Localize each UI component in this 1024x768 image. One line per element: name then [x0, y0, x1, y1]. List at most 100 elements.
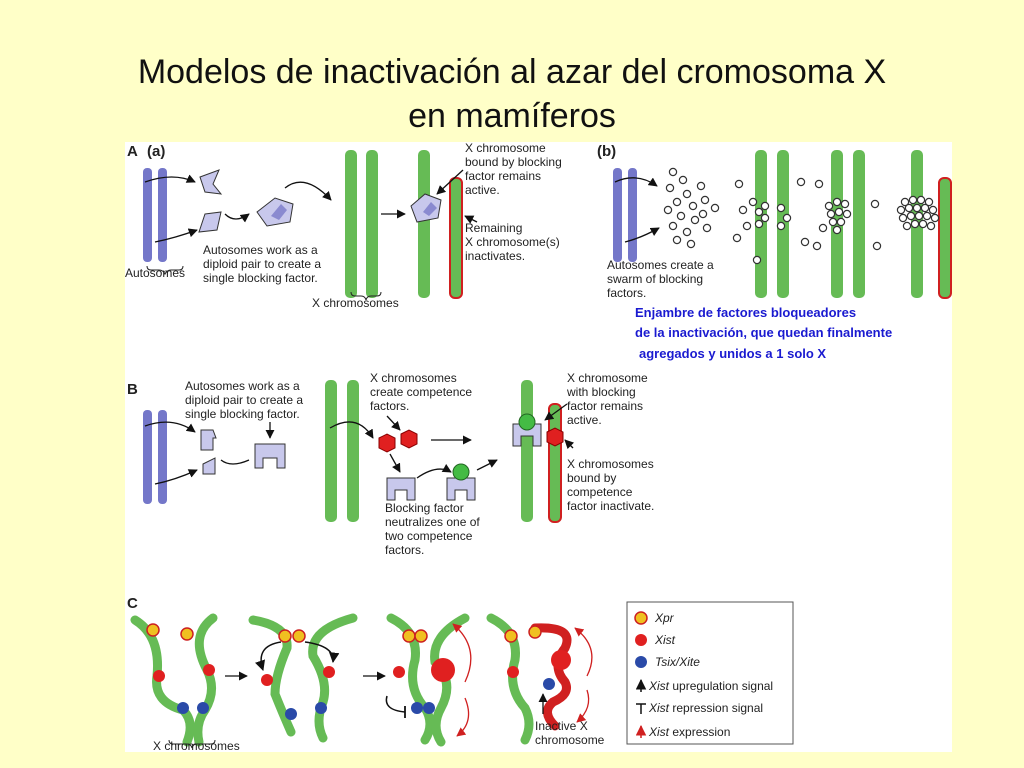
c-legend — [626, 601, 794, 745]
arrow-c8 — [416, 463, 452, 479]
c-stage2-chromosomes — [248, 613, 358, 743]
b-autosomes-work-2: diploid pair to create a — [185, 393, 303, 407]
arrow-a1 — [144, 174, 196, 183]
stage1-circles — [732, 177, 810, 265]
b-x-chromosome-1 — [325, 380, 337, 522]
c-xist-8 — [551, 650, 571, 670]
c-xist-1 — [153, 670, 165, 682]
autosome-c1 — [143, 410, 152, 504]
c-xpr-5 — [402, 629, 416, 643]
autosome-c2 — [158, 410, 167, 504]
autosome-b1 — [613, 168, 622, 262]
legend-up-rest: upregulation signal — [669, 679, 773, 693]
c-xpr-8 — [528, 625, 542, 639]
c-inactive-2: chromosome — [535, 733, 605, 747]
b-x-competence-2: create competence — [370, 385, 472, 399]
b-blocking-neutralizes-3: two competence — [385, 529, 473, 543]
swarm-3: factors. — [607, 286, 646, 300]
legend-repression-text: Xist repression signal — [648, 701, 763, 715]
c-repression-signal — [385, 695, 406, 713]
c-xpr-1 — [146, 623, 160, 637]
c-xpr-3 — [278, 629, 292, 643]
c-tsix-6 — [423, 702, 435, 714]
panel-a-letter: A — [127, 143, 138, 160]
arrow-a3 — [224, 213, 250, 223]
b-x-bound-competence-1: X chromosomes — [567, 457, 654, 471]
title-line-1: Modelos de inactivación al azar del crom… — [137, 53, 887, 91]
autosomes-work-a-1: Autosomes work as a — [203, 243, 318, 257]
x-chromosome-b3 — [831, 150, 843, 298]
b-blocking-factor — [254, 443, 286, 469]
autosomes-work-a-3: single blocking factor. — [203, 271, 318, 285]
arrow-c7 — [389, 453, 401, 473]
title-line-2: en mamíferos — [408, 97, 616, 135]
legend-xist-label: Xist — [654, 633, 676, 647]
b-x-with-blocking-4: active. — [567, 413, 602, 427]
arrow-a7 — [464, 215, 478, 224]
b-fragment-2 — [202, 457, 216, 475]
neutralized-factor — [452, 463, 470, 481]
legend-rep-italic: Xist — [648, 701, 670, 715]
legend-xist-icon — [635, 634, 647, 646]
diagram-svg: A (a) Autosomes Autosomes work as a dipl… — [125, 142, 952, 752]
b-bound-green — [518, 413, 536, 431]
note-line-2: de la inactivación, que quedan finalment… — [635, 325, 892, 340]
b-fragment-1 — [200, 429, 217, 451]
panel-a-sub-b: (b) — [597, 143, 616, 160]
x-bound-a-2: bound by blocking — [465, 155, 562, 169]
c-tsix-2 — [197, 702, 209, 714]
b-blocking-neutralizes-4: factors. — [385, 543, 424, 557]
b-blocking-neutralizes-2: neutralizes one of — [385, 515, 480, 529]
bound-blocking-factor-a — [410, 193, 442, 223]
arrow-c4 — [329, 421, 374, 439]
competence-factor-1 — [378, 433, 396, 453]
arrow-c10 — [544, 403, 568, 421]
remaining-a-1: Remaining — [465, 221, 522, 235]
panel-a-sub-a: (a) — [147, 143, 165, 160]
arrow-c1 — [144, 421, 196, 433]
c-stage1-chromosomes — [130, 613, 218, 747]
fragment-a1 — [199, 169, 223, 195]
autosomes-work-a-2: diploid pair to create a — [203, 257, 321, 271]
remaining-a-3: inactivates. — [465, 249, 525, 263]
arrow-b1 — [614, 177, 658, 187]
c-tsix-7 — [543, 678, 555, 690]
b-x-bound-competence-2: bound by — [567, 471, 616, 485]
stage2-circles — [812, 179, 882, 251]
legend-up-italic: Xist — [648, 679, 670, 693]
autosomes-brace — [146, 265, 184, 276]
arrow-a4 — [284, 181, 332, 201]
x-chromosome-b6 — [938, 177, 952, 299]
legend-repression-icon — [636, 703, 646, 714]
c-expr-arrow-3 — [574, 627, 593, 677]
legend-xpr-icon — [634, 611, 648, 625]
b-bound-competence — [546, 427, 564, 447]
b-bound-blocking — [512, 423, 542, 447]
b-blocking-factor-3 — [446, 477, 476, 501]
b-x-with-blocking-2: with blocking — [566, 385, 636, 399]
figure-panel: A (a) Autosomes Autosomes work as a dipl… — [125, 142, 952, 752]
c-xist-6-big — [431, 658, 455, 682]
c-xist-2 — [203, 664, 215, 676]
c-xist-3 — [261, 674, 273, 686]
b-x-chromosome-2 — [347, 380, 359, 522]
b-x-competence-3: factors. — [370, 399, 409, 413]
arrow-c11 — [564, 439, 575, 450]
b-autosomes-work-3: single blocking factor. — [185, 407, 300, 421]
legend-tsix-icon — [635, 656, 647, 668]
arrow-a6 — [436, 169, 464, 195]
legend-exp-italic: Xist — [648, 725, 670, 739]
note-line-3: agregados y unidos a 1 solo X — [639, 346, 826, 361]
panel-c-letter: C — [127, 595, 138, 612]
x-bound-a-3: factor remains — [465, 169, 541, 183]
competence-factor-2 — [400, 429, 418, 449]
autosomes-label-a: Autosomes — [125, 266, 185, 280]
c-inactive-x — [530, 623, 572, 731]
remaining-a-2: X chromosome(s) — [465, 235, 560, 249]
x-chromosomes-label-a: X chromosomes — [312, 296, 399, 310]
x-bound-a-4: active. — [465, 183, 500, 197]
b-blocking-factor-2 — [386, 477, 416, 501]
arrow-b2 — [624, 227, 660, 243]
x-chromosome-b4 — [853, 150, 865, 298]
c-expr-arrow-1 — [452, 623, 472, 683]
